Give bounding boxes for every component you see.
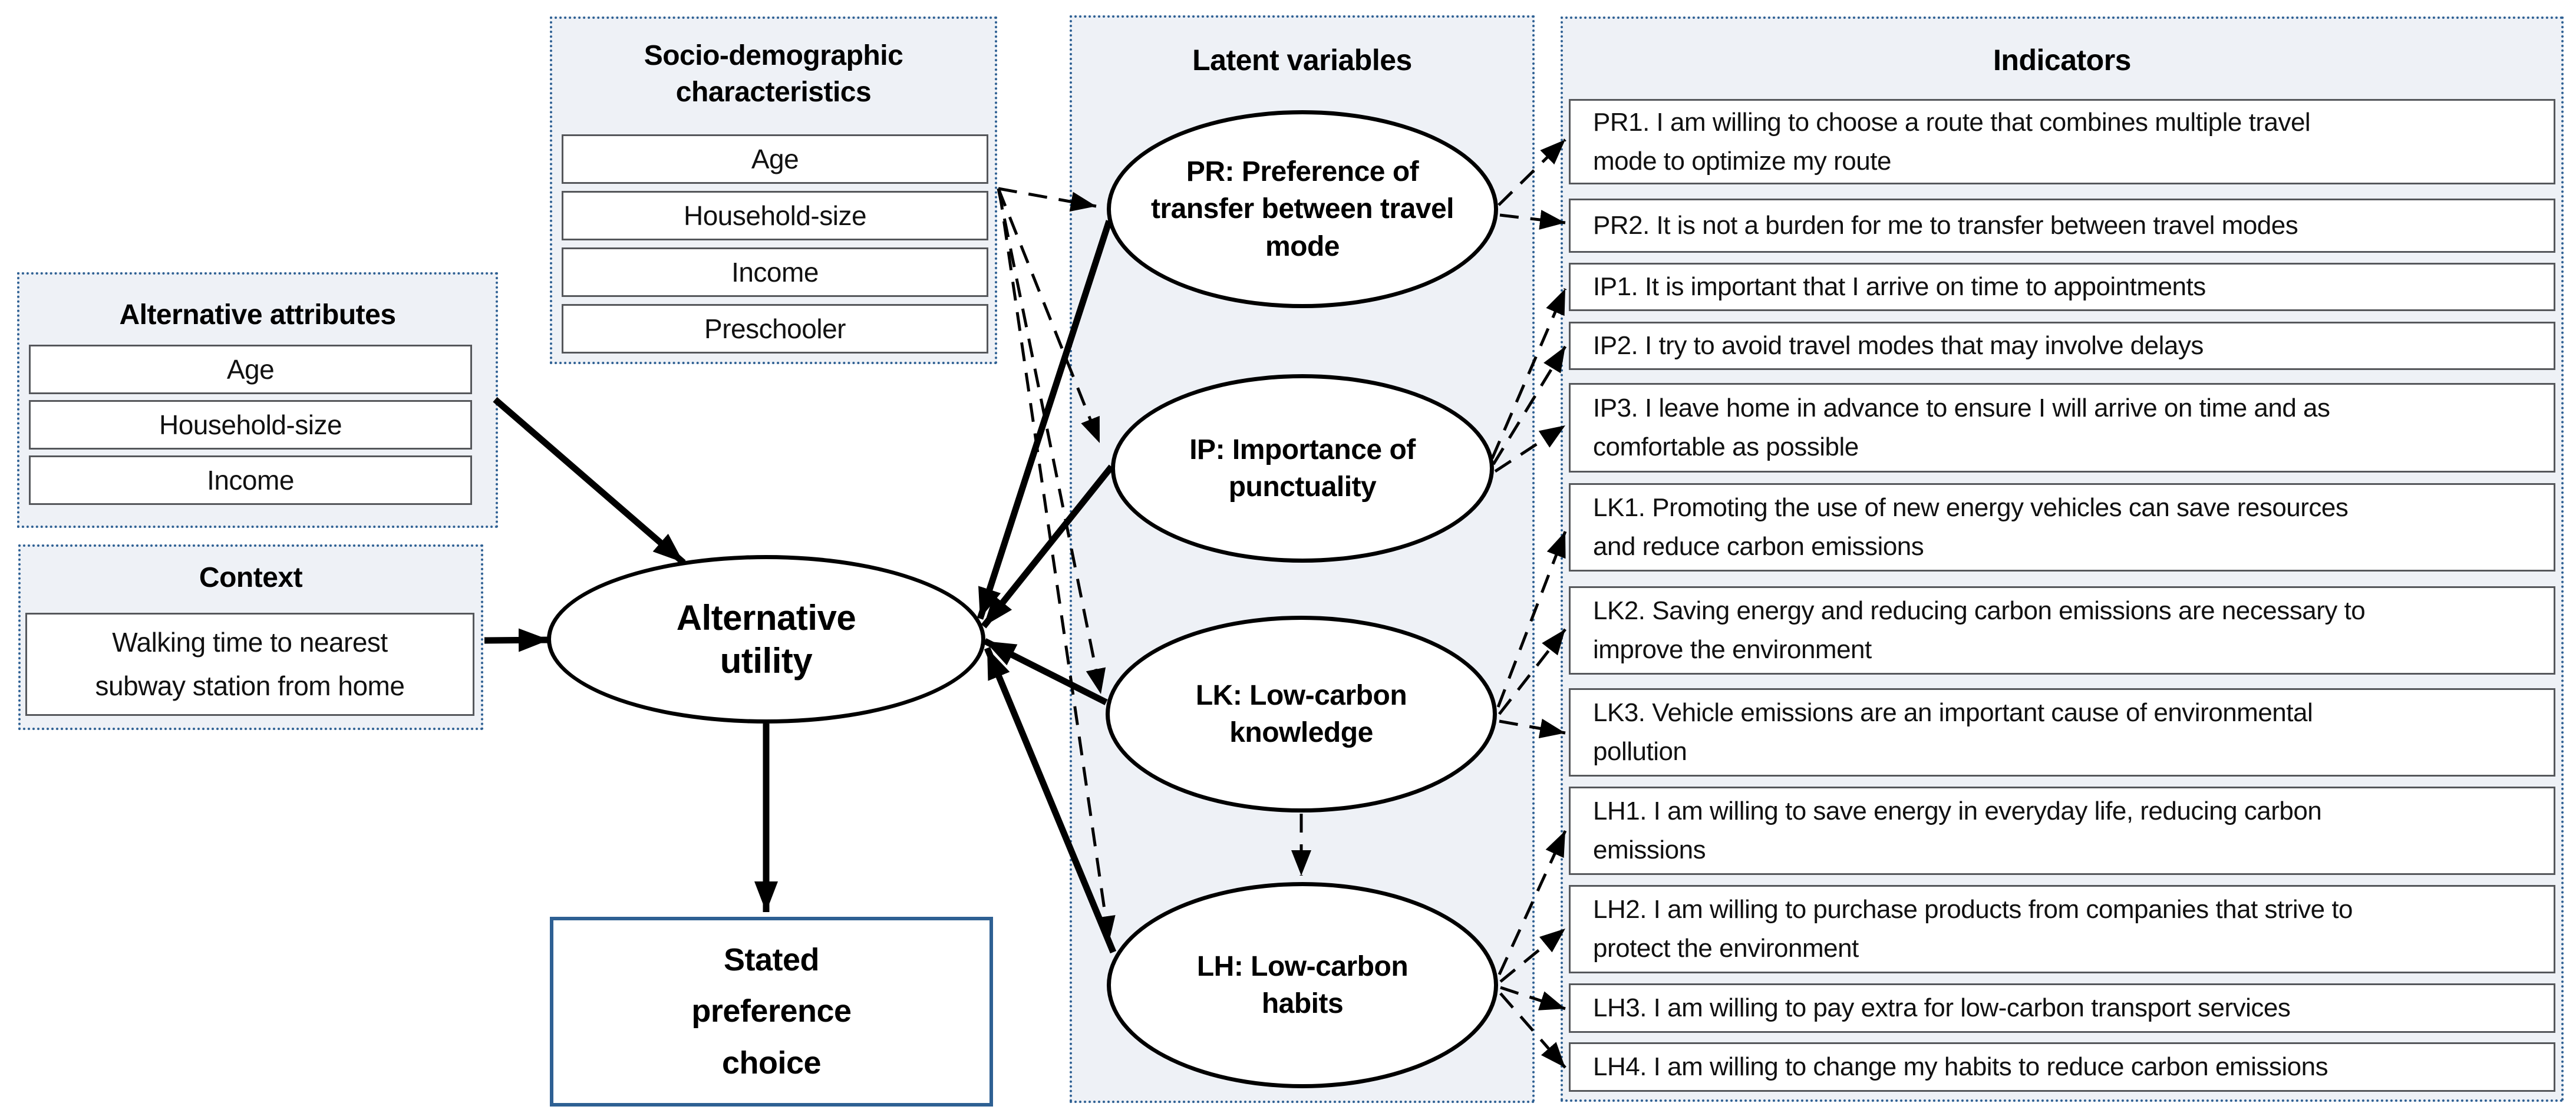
socio-item-preschooler: Preschooler <box>562 304 988 354</box>
arrow-altattr-to-utility <box>493 397 686 566</box>
alternative-utility-ellipse: Alternative utility <box>547 555 985 724</box>
indicator-LK1: LK1. Promoting the use of new energy veh… <box>1569 483 2555 572</box>
indicator-LH1: LH1. I am willing to save energy in ever… <box>1569 787 2555 875</box>
indicator-LH3: LH3. I am willing to pay extra for low-c… <box>1569 983 2555 1033</box>
panel-latent-title: Latent variables <box>1192 44 1412 77</box>
socio-item-household-size: Household-size <box>562 191 988 240</box>
socio-item-age: Age <box>562 134 988 184</box>
indicator-IP3: IP3. I leave home in advance to ensure I… <box>1569 383 2555 473</box>
indicator-PR1: PR1. I am willing to choose a route that… <box>1569 99 2555 184</box>
panel-indicators-title: Indicators <box>1993 44 2131 77</box>
alt-attr-item-household-size: Household-size <box>29 400 472 450</box>
indicator-LH2: LH2. I am willing to purchase products f… <box>1569 885 2555 973</box>
indicator-LK3: LK3. Vehicle emissions are an important … <box>1569 688 2555 777</box>
stated-preference-choice-box: Stated preference choice <box>550 917 993 1107</box>
panel-socio-title: Socio-demographic characteristics <box>644 40 903 108</box>
indicator-PR2: PR2. It is not a burden for me to transf… <box>1569 199 2555 253</box>
alt-attr-item-age: Age <box>29 345 472 394</box>
indicator-IP1: IP1. It is important that I arrive on ti… <box>1569 263 2555 311</box>
alt-attr-item-income: Income <box>29 455 472 505</box>
latent-ellipse-IP: IP: Importance of punctuality <box>1111 374 1494 563</box>
indicator-LK2: LK2. Saving energy and reducing carbon e… <box>1569 586 2555 675</box>
latent-ellipse-LK: LK: Low-carbon knowledge <box>1106 616 1497 813</box>
panel-context-title: Context <box>199 562 303 593</box>
latent-ellipse-PR: PR: Preference of transfer between trave… <box>1107 110 1498 308</box>
indicator-LH4: LH4. I am willing to change my habits to… <box>1569 1042 2555 1092</box>
socio-item-income: Income <box>562 247 988 297</box>
indicator-IP2: IP2. I try to avoid travel modes that ma… <box>1569 322 2555 370</box>
panel-alt-attr-title: Alternative attributes <box>119 299 396 331</box>
context-item-walking-time: Walking time to nearest subway station f… <box>25 613 474 716</box>
latent-ellipse-LH: LH: Low-carbon habits <box>1107 882 1498 1088</box>
